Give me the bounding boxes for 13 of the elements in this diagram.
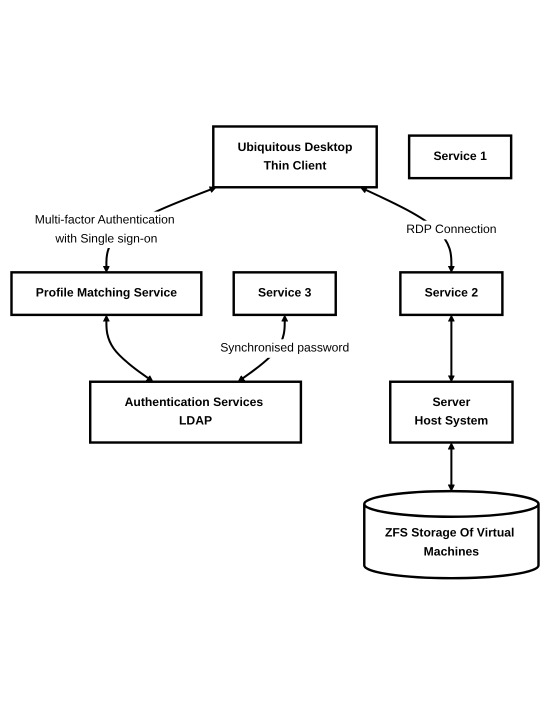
edge-label: Multi-factor Authentication with Single sign-on (34, 212, 175, 245)
edge-label: RDP Connection (406, 222, 497, 236)
node-box: Server Host System (389, 380, 514, 444)
edge-label: Synchronised password (220, 340, 350, 354)
node-box: Authentication Services LDAP (89, 380, 302, 444)
arrow (102, 314, 154, 382)
node-box: Service 1 (408, 134, 512, 180)
arrow (448, 314, 455, 382)
node-box: Service 2 (399, 270, 504, 316)
arrow (448, 442, 455, 492)
node-box: Ubiquitous Desktop Thin Client (212, 124, 378, 188)
node-box: Service 3 (232, 270, 337, 316)
node-box: Profile Matching Service (10, 270, 203, 316)
